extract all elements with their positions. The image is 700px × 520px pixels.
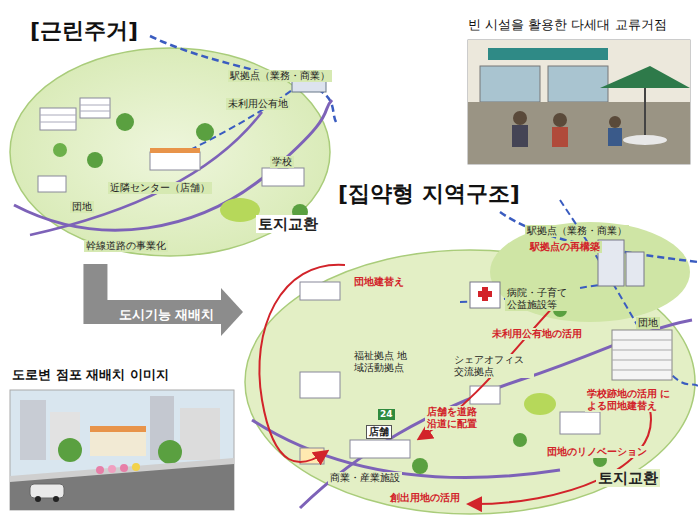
arrow-head (221, 288, 243, 336)
map-label: 学校跡地の活用 による団地建替え (585, 388, 673, 412)
map-label: 駅拠点（業務・商業） (228, 70, 332, 82)
photo-frame (462, 14, 694, 168)
arrow-shaft (95, 264, 222, 312)
node-heading: 도로변 점포 재배치 이미지 (12, 367, 169, 383)
label-anchor: 団地建替え (352, 270, 406, 289)
map-label: 未利用公有地 (226, 98, 290, 110)
label-anchor: 病院・子育て 公益施設等 (505, 287, 577, 312)
label-anchor: 近隣センター（店舗） (108, 176, 212, 195)
photo-frame: 빈 시설을 활용한 다세대 교류거점 (462, 14, 694, 168)
label-anchor: 駅拠点（業務・商業） (228, 64, 332, 83)
street-image: 도로변 점포 재배치 이미지 (6, 366, 238, 514)
label-anchor: 駅拠点（業務・商業） (525, 219, 629, 238)
label-anchor: 団地 (70, 195, 94, 214)
label-anchor: 商業・産業施設 (328, 466, 402, 485)
map-label: 団地 (70, 201, 94, 213)
map-label: 店舗を道路 沿道に配置 (425, 406, 485, 430)
map-label: 24 (378, 409, 395, 420)
map-label: 店舗 (366, 425, 392, 439)
label-anchor: 도시기능 재배치 (117, 304, 217, 323)
label-anchor: シェアオフィス 交流拠点 (452, 354, 534, 379)
label-anchor: 未利用公有地の活用 (490, 322, 584, 341)
map-label: 近隣センター（店舗） (108, 182, 212, 194)
label-anchor: 福祉拠点 地域活動拠点 (352, 350, 412, 375)
label-anchor: 24 (378, 402, 395, 421)
label-anchor: 学校 (270, 150, 294, 169)
map-label: 未利用公有地の活用 (490, 328, 584, 340)
label-anchor: 創出用地の活用 (388, 486, 462, 505)
map-label: 創出用地の活用 (388, 492, 462, 504)
label-anchor: 団地 (636, 311, 660, 330)
label-anchor: 駅拠点の再構築 (528, 235, 602, 254)
map-label: 団地 (636, 317, 660, 329)
label-anchor: 学校跡地の活用 による団地建替え (585, 388, 673, 413)
map-label: 토지교환 (596, 469, 660, 487)
node-heading: [근린주거] (30, 18, 138, 44)
map-label: 토지교환 (256, 215, 320, 233)
flow-arrow (95, 264, 243, 336)
map-label: 商業・産業施設 (328, 472, 402, 484)
label-anchor: 토지교환 (256, 214, 320, 233)
map-label: 福祉拠点 地域活動拠点 (352, 350, 412, 374)
street-image (6, 366, 238, 514)
map-label: 学校 (270, 156, 294, 168)
map-label: 駅拠点の再構築 (528, 241, 602, 253)
label-anchor: 店舗を道路 沿道に配置 (425, 406, 485, 431)
map-label: シェアオフィス 交流拠点 (452, 354, 534, 378)
map-label: 病院・子育て 公益施設等 (505, 287, 577, 311)
node-heading: 빈 시설을 활용한 다세대 교류거점 (468, 17, 667, 33)
label-anchor: 未利用公有地 (226, 92, 290, 111)
label-anchor: 店舗 (366, 420, 392, 439)
map-label: 幹線道路の事業化 (84, 240, 168, 252)
label-anchor: 토지교환 (596, 468, 660, 487)
label-anchor: 団地のリノベーション (545, 440, 649, 459)
label-anchor: 幹線道路の事業化 (84, 234, 168, 253)
map-label: 駅拠点（業務・商業） (525, 225, 629, 237)
node-heading: [집약형 지역구조] (338, 181, 520, 207)
map-label: 団地のリノベーション (545, 446, 649, 458)
map-label: 団地建替え (352, 276, 406, 288)
edge-label: 도시기능 재배치 (117, 307, 217, 323)
